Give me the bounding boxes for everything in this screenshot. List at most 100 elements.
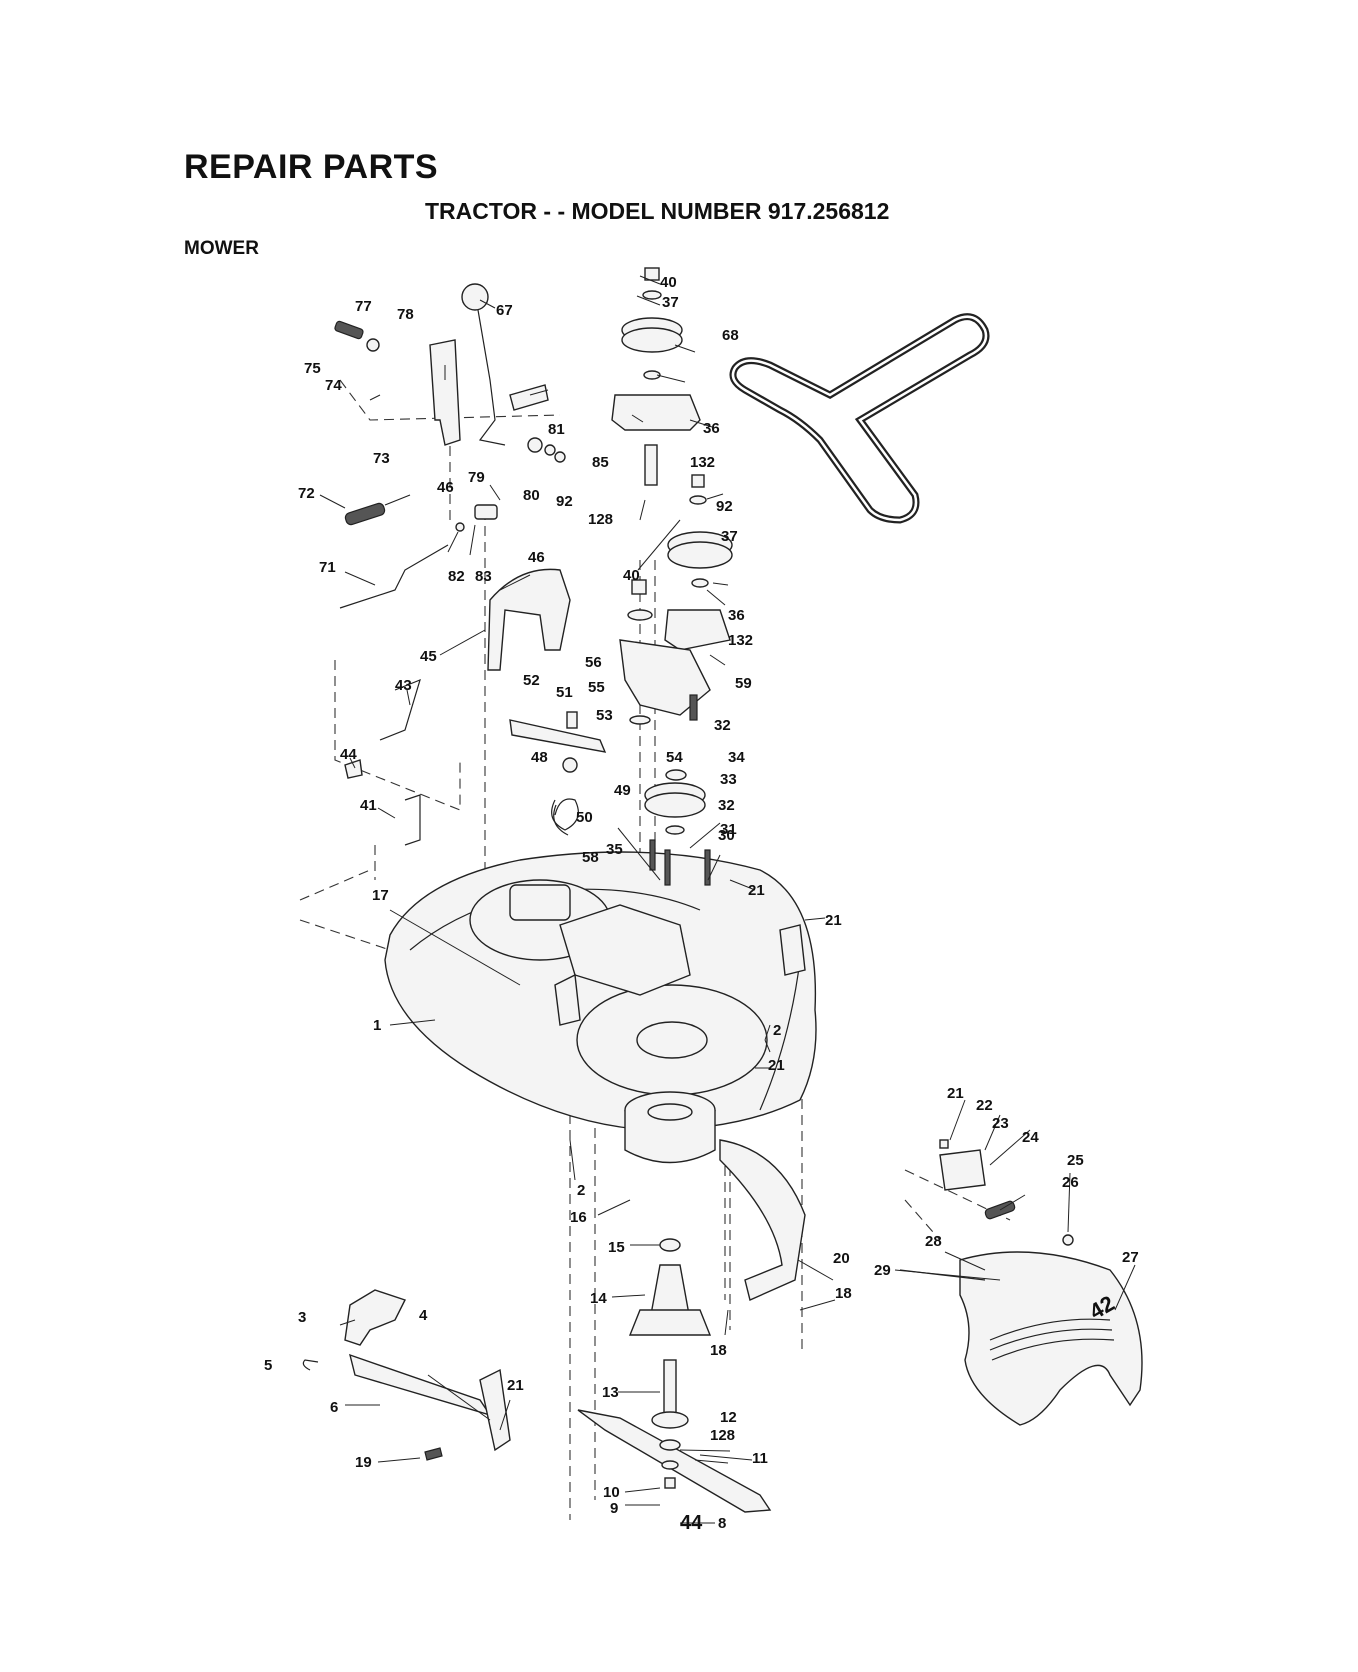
part-label: 80 [523, 487, 540, 504]
part-label: 79 [468, 469, 485, 486]
part-label: 49 [614, 782, 631, 799]
part-label: 48 [531, 749, 548, 766]
part-label: 71 [319, 559, 336, 576]
part-label: 46 [528, 549, 545, 566]
part-label: 132 [690, 454, 715, 471]
part-label: 53 [596, 707, 613, 724]
part-label: 34 [728, 749, 745, 766]
part-label: 5 [264, 1357, 272, 1374]
model-subtitle: TRACTOR - - MODEL NUMBER 917.256812 [425, 198, 890, 224]
part-label: 30 [718, 827, 735, 844]
part-labels: 77 78 67 68 75 74 40 37 81 36 73 85 132 … [264, 274, 1139, 1532]
part-label: 67 [496, 302, 513, 319]
part-label: 28 [925, 1233, 942, 1250]
part-label: 22 [976, 1097, 993, 1114]
discharge-chute: 42 [899, 1139, 1143, 1426]
part-label: 46 [437, 479, 454, 496]
part-label: 132 [728, 632, 753, 649]
part-label: 21 [825, 912, 842, 929]
part-label: 21 [947, 1085, 964, 1102]
part-label: 17 [372, 887, 389, 904]
part-label: 4 [419, 1307, 428, 1324]
part-label: 81 [548, 421, 565, 438]
part-label: 40 [660, 274, 677, 291]
part-label: 78 [397, 306, 414, 323]
part-label: 45 [420, 648, 437, 665]
lift-lever-assembly [334, 283, 566, 463]
part-label: 13 [602, 1384, 619, 1401]
part-label: 40 [623, 567, 640, 584]
part-label: 37 [662, 294, 679, 311]
part-label: 32 [718, 797, 735, 814]
pulley-stack [611, 267, 733, 886]
part-label: 21 [507, 1377, 524, 1394]
page-number: 44 [680, 1512, 703, 1534]
part-label: 2 [773, 1022, 781, 1039]
part-label: 36 [728, 607, 745, 624]
part-label: 83 [475, 568, 492, 585]
spring-and-rods [339, 494, 498, 846]
spindle-assembly [577, 1091, 772, 1513]
part-label: 29 [874, 1262, 891, 1279]
part-label: 55 [588, 679, 605, 696]
part-label: 24 [1022, 1129, 1039, 1146]
part-label: 21 [748, 882, 765, 899]
part-label: 12 [720, 1409, 737, 1426]
part-label: 50 [576, 809, 593, 826]
part-label: 72 [298, 485, 315, 502]
part-label: 41 [360, 797, 377, 814]
mower-deck [384, 851, 817, 1131]
part-label: 82 [448, 568, 465, 585]
part-label: 77 [355, 298, 372, 315]
part-label: 128 [710, 1427, 735, 1444]
part-label: 128 [588, 511, 613, 528]
part-label: 44 [340, 746, 357, 763]
part-label: 75 [304, 360, 321, 377]
part-label: 15 [608, 1239, 625, 1256]
part-label: 52 [523, 672, 540, 689]
part-label: 73 [373, 450, 390, 467]
part-label: 59 [735, 675, 752, 692]
part-label: 92 [556, 493, 573, 510]
part-label: 21 [768, 1057, 785, 1074]
part-label: 20 [833, 1250, 850, 1267]
part-label: 85 [592, 454, 609, 471]
part-label: 26 [1062, 1174, 1079, 1191]
part-label: 43 [395, 677, 412, 694]
page-title: REPAIR PARTS [184, 148, 439, 186]
drive-belt [729, 313, 990, 524]
part-label: 3 [298, 1309, 306, 1326]
front-hanger-brackets [302, 1289, 511, 1461]
belt-guard [487, 568, 571, 671]
part-label: 37 [721, 528, 738, 545]
part-label: 18 [710, 1342, 727, 1359]
part-label: 33 [720, 771, 737, 788]
part-label: 56 [585, 654, 602, 671]
part-label: 23 [992, 1115, 1009, 1132]
part-label: 68 [722, 327, 739, 344]
part-label: 16 [570, 1209, 587, 1226]
leader-lines [319, 275, 1136, 1524]
part-label: 74 [325, 377, 342, 394]
part-label: 6 [330, 1399, 338, 1416]
part-label: 19 [355, 1454, 372, 1471]
part-label: 58 [582, 849, 599, 866]
part-label: 10 [603, 1484, 620, 1501]
part-label: 31 [720, 821, 737, 838]
part-label: 51 [556, 684, 573, 701]
part-label: 54 [666, 749, 683, 766]
section-label: MOWER [184, 238, 259, 259]
part-label: 35 [606, 841, 623, 858]
idler-arm [509, 711, 607, 836]
part-label: 92 [716, 498, 733, 515]
part-label: 27 [1122, 1249, 1139, 1266]
part-label: 2 [577, 1182, 585, 1199]
part-label: 14 [590, 1290, 607, 1307]
part-label: 25 [1067, 1152, 1084, 1169]
part-label: 1 [373, 1017, 381, 1034]
part-label: 36 [703, 420, 720, 437]
part-label: 8 [718, 1515, 726, 1532]
part-label: 9 [610, 1500, 618, 1517]
baffle [719, 1139, 806, 1301]
